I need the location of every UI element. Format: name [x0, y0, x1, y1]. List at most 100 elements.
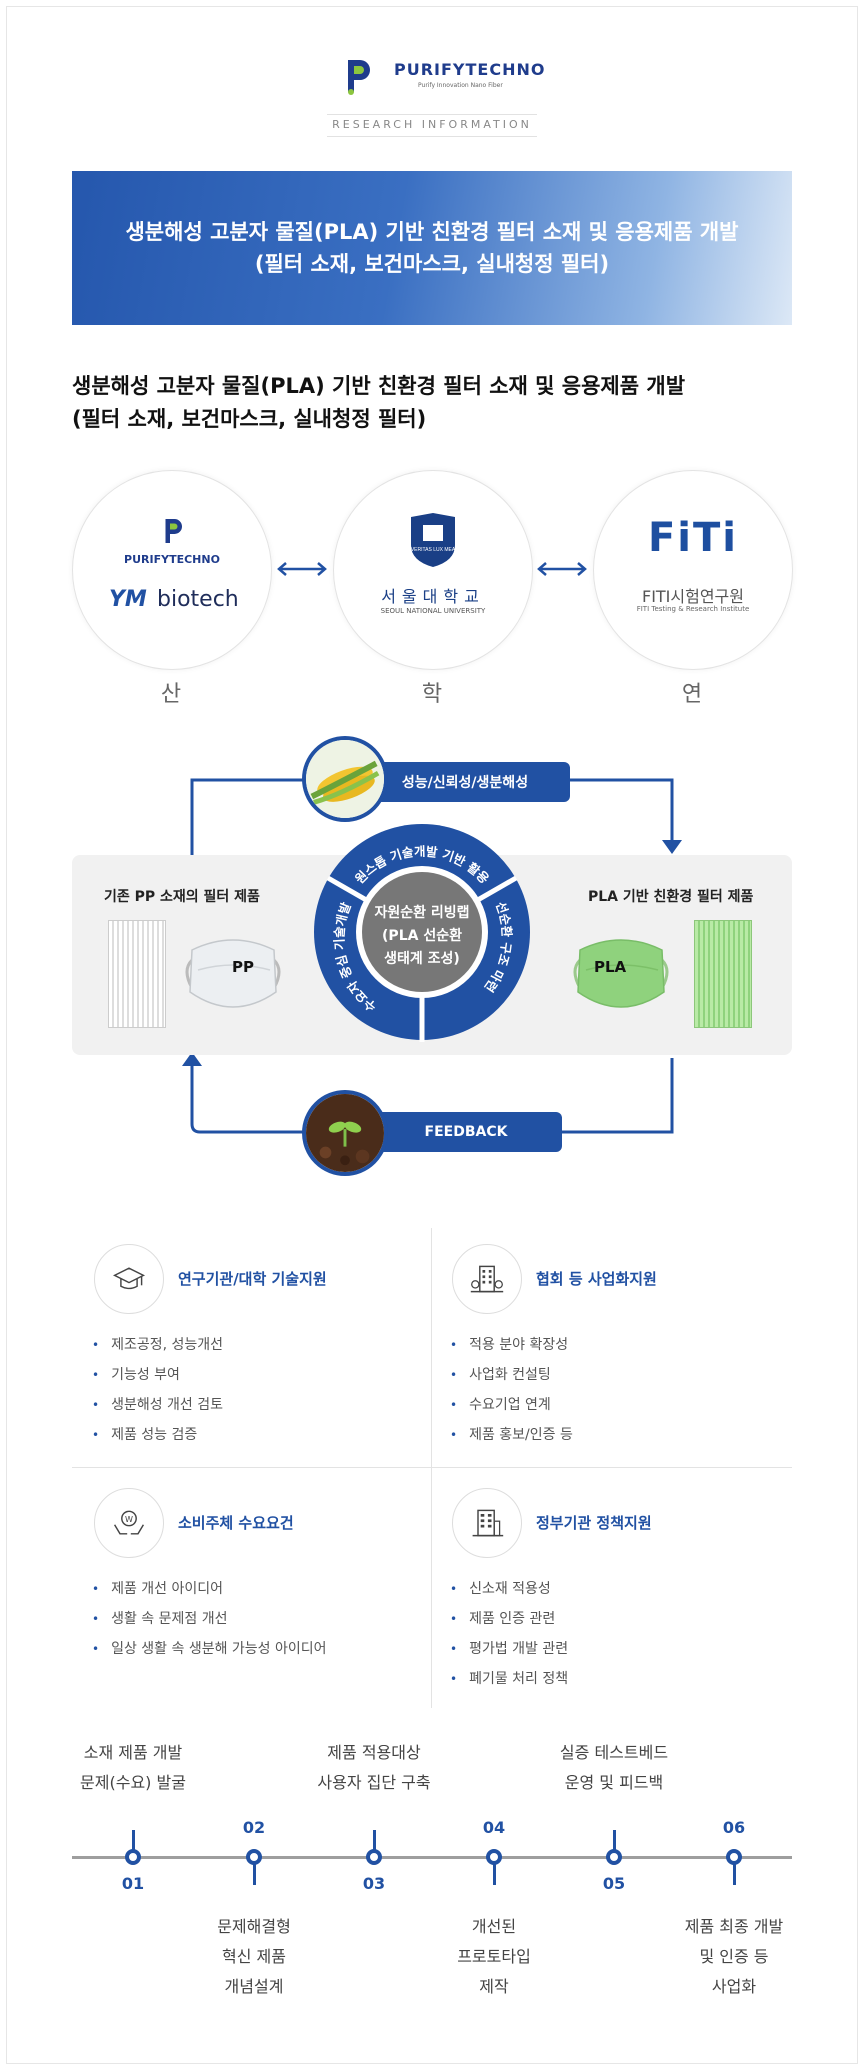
graduation-cap-icon	[94, 1244, 164, 1314]
snu-logo-subtext: SEOUL NATIONAL UNIVERSITY	[380, 607, 486, 615]
timeline-step-02-text: 문제해결형 혁신 제품 개념설계	[154, 1912, 354, 2002]
snu-seal-icon: VERITAS LUX MEA	[411, 513, 456, 567]
living-lab-ring: 원스톱 기술개발 기반 활용 선순환 구조 마련 수요자 중심 기술개발	[314, 824, 530, 1042]
support-list-research: 제조공정, 성능개선 기능성 부여 생분해성 개선 검토 제품 성능 검증	[92, 1330, 223, 1450]
partner-label-industry: 산	[160, 682, 182, 707]
eco-product-title: PLA 기반 친환경 필터 제품	[588, 889, 754, 905]
timeline-text-line: 소재 제품 개발	[83, 1743, 183, 1762]
support-divider-vertical	[431, 1228, 432, 1708]
list-item: 생활 속 문제점 개선	[92, 1604, 327, 1634]
timeline-line	[72, 1856, 792, 1859]
list-item: 기능성 부여	[92, 1360, 223, 1390]
sprout-icon	[302, 1090, 388, 1176]
support-title-government: 정부기관 정책지원	[536, 1514, 652, 1532]
cycle-connector-lines	[182, 778, 682, 1134]
pla-filter-image	[694, 920, 752, 1028]
brand-name: PURIFYTECHNO	[394, 60, 546, 79]
center-line-2: (PLA 선순환	[382, 928, 462, 944]
timeline-step-03-text: 제품 적용대상 사용자 집단 구축	[274, 1738, 474, 1798]
timeline-stem	[132, 1830, 135, 1852]
timeline-text-line: 제작	[479, 1977, 509, 1996]
list-item: 신소재 적용성	[450, 1574, 568, 1604]
existing-product-title: 기존 PP 소재의 필터 제품	[104, 889, 260, 905]
timeline-text-line: 프로토타입	[457, 1947, 531, 1966]
list-item: 일상 생활 속 생분해 가능성 아이디어	[92, 1634, 326, 1664]
timeline-text-line: 개선된	[471, 1917, 517, 1936]
timeline-num-05: 05	[602, 1874, 626, 1893]
timeline-dot-03	[366, 1849, 382, 1865]
timeline-text-line: 혁신 제품	[222, 1947, 286, 1966]
support-divider-horizontal	[72, 1467, 792, 1468]
center-line-3: 생태계 조성)	[384, 951, 460, 967]
ym-logo-mark: YM	[109, 587, 147, 612]
building-icon	[452, 1244, 522, 1314]
banner-title-line1: 생분해성 고분자 물질(PLA) 기반 친환경 필터 소재 및 응용제품 개발	[125, 220, 739, 244]
purifytechno-logo-icon	[165, 519, 182, 543]
timeline-stem	[373, 1830, 376, 1852]
timeline-num-01: 01	[121, 1874, 145, 1893]
timeline-stem	[493, 1863, 496, 1885]
double-arrow-icon	[277, 562, 327, 576]
support-list-government: 신소재 적용성 제품 인증 관련 평가법 개발 관련 폐기물 처리 정책	[450, 1574, 568, 1694]
performance-pill: 성능/신뢰성/생분해성	[360, 762, 570, 802]
pla-mask-image	[573, 939, 669, 1008]
timeline-step-05-text: 실증 테스트베드 운영 및 피드백	[514, 1738, 714, 1798]
list-item: 제품 개선 아이디어	[92, 1574, 327, 1604]
fiti-logo-mark: FiTi	[647, 515, 739, 561]
timeline-num-06: 06	[722, 1818, 746, 1837]
list-item: 폐기물 처리 정책	[450, 1664, 568, 1694]
list-item: 수요기업 연계	[450, 1390, 573, 1420]
pp-filter-image	[108, 920, 166, 1028]
pp-mask-image	[185, 939, 281, 1008]
list-item: 생분해성 개선 검토	[92, 1390, 223, 1420]
list-item: 제품 성능 검증	[92, 1420, 223, 1450]
snu-logo-text: 서울대학교	[381, 587, 485, 606]
center-line-1: 자원순환 리빙랩	[374, 905, 470, 921]
timeline-text-line: 문제(수요) 발굴	[80, 1773, 186, 1792]
timeline-num-03: 03	[362, 1874, 386, 1893]
timeline-text-line: 개념설계	[224, 1977, 284, 1996]
timeline-text-line: 문제해결형	[217, 1917, 291, 1936]
support-list-consumer: 제품 개선 아이디어 생활 속 문제점 개선 일상 생활 속 생분해 가능성 아…	[92, 1574, 327, 1664]
double-arrow-icon	[537, 562, 587, 576]
government-building-icon	[452, 1488, 522, 1558]
page-title-line2: (필터 소재, 보건마스크, 실내청정 필터)	[72, 407, 427, 431]
timeline-step-04-text: 개선된 프로토타입 제작	[394, 1912, 594, 2002]
support-title-consumer: 소비주체 수요요건	[178, 1514, 294, 1532]
snu-seal-text: VERITAS LUX MEA	[411, 547, 456, 553]
timeline-text-line: 사용자 집단 구축	[317, 1773, 431, 1792]
timeline-num-04: 04	[482, 1818, 506, 1837]
list-item: 제조공정, 성능개선	[92, 1330, 223, 1360]
timeline-text-line: 제품 적용대상	[327, 1743, 421, 1762]
support-title-research: 연구기관/대학 기술지원	[178, 1270, 327, 1288]
timeline-dot-05	[606, 1849, 622, 1865]
pla-mask-label: PLA	[594, 958, 627, 976]
purifytechno-logo-icon	[348, 60, 370, 95]
hands-coin-icon: W	[94, 1488, 164, 1558]
svg-text:W: W	[125, 1514, 133, 1524]
partner-label-academy: 학	[421, 682, 443, 707]
partner-industry-circle: PURIFYTECHNO YM biotech	[72, 470, 272, 670]
list-item: 사업화 컨설팅	[450, 1360, 573, 1390]
timeline-stem	[613, 1830, 616, 1852]
feedback-pill: FEEDBACK	[370, 1112, 562, 1152]
timeline-step-01-text: 소재 제품 개발 문제(수요) 발굴	[33, 1738, 233, 1798]
fiti-logo-text: FITI시험연구원	[641, 587, 744, 606]
partner-academy-circle: VERITAS LUX MEA 서울대학교 SEOUL NATIONAL UNI…	[333, 470, 533, 670]
fiti-logo-subtext: FITI Testing & Research Institute	[636, 605, 750, 613]
page-title: 생분해성 고분자 물질(PLA) 기반 친환경 필터 소재 및 응용제품 개발 …	[72, 370, 812, 436]
living-lab-center-text: 자원순환 리빙랩 (PLA 선순환 생태계 조성)	[362, 902, 482, 971]
timeline-num-02: 02	[242, 1818, 266, 1837]
partner-research-circle: FiTi FITI시험연구원 FITI Testing & Research I…	[593, 470, 793, 670]
timeline-text-line: 운영 및 피드백	[564, 1773, 664, 1792]
list-item: 제품 인증 관련	[450, 1604, 568, 1634]
page-title-line1: 생분해성 고분자 물질(PLA) 기반 친환경 필터 소재 및 응용제품 개발	[72, 374, 686, 398]
brand-tagline: Purify Innovation Nano Fiber	[418, 82, 503, 89]
purifytechno-logo-text: PURIFYTECHNO	[124, 553, 220, 566]
partner-label-research: 연	[681, 682, 703, 707]
support-list-association: 적용 분야 확장성 사업화 컨설팅 수요기업 연계 제품 홍보/인증 등	[450, 1330, 573, 1450]
corn-icon	[302, 736, 388, 822]
timeline-text-line: 및 인증 등	[699, 1947, 769, 1966]
timeline-text-line: 사업화	[711, 1977, 757, 1996]
list-item: 평가법 개발 관련	[450, 1634, 568, 1664]
